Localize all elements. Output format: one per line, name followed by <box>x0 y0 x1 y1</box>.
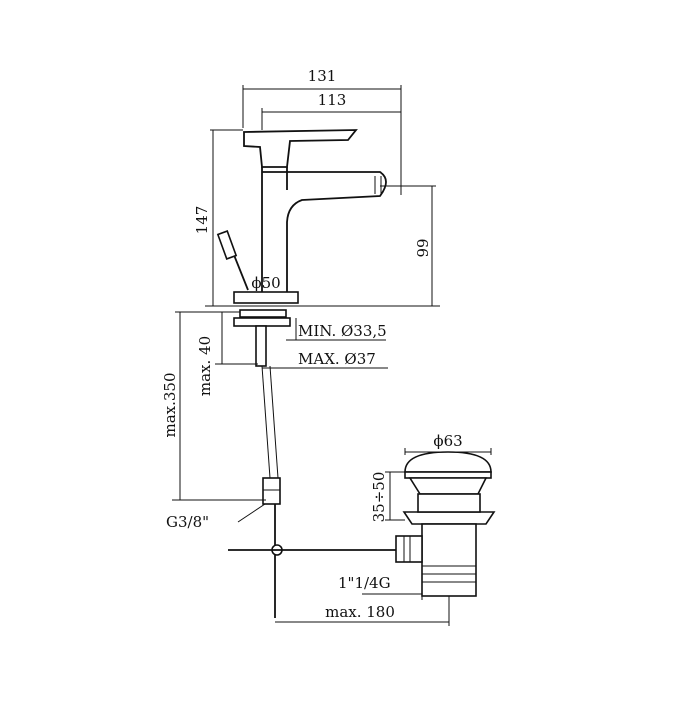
popup-knob <box>216 230 238 260</box>
dim-hole-max: MAX. Ø37 <box>298 350 376 368</box>
waste-thread <box>417 493 481 513</box>
dim-connection: G3/8" <box>166 513 209 531</box>
rod-connector <box>395 535 423 563</box>
dim-waste-diameter: ϕ63 <box>433 432 462 450</box>
dim-hose-length: max.350 <box>161 372 179 437</box>
hose-right <box>269 365 279 479</box>
fixing-nut <box>239 309 287 318</box>
dim-rod-length: max. 180 <box>325 603 395 621</box>
spout <box>262 171 387 292</box>
dim-hole-min: MIN. Ø33,5 <box>298 322 387 340</box>
washer <box>233 317 291 327</box>
spout-nozzle <box>374 176 382 194</box>
hose-left <box>261 365 271 479</box>
dimension-labels: 131 113 147 99 ϕ50 MIN. Ø33,5 MAX. Ø37 m… <box>161 67 463 621</box>
popup-waste <box>395 451 496 597</box>
dim-deck-thickness: max. 40 <box>196 336 214 396</box>
waste-flange-top <box>404 471 492 479</box>
dim-height: 147 <box>193 206 211 235</box>
dim-overall-width: 131 <box>308 67 337 85</box>
waste-nut <box>402 511 496 525</box>
waste-body <box>421 523 477 597</box>
dim-waste-thickness: 35÷50 <box>370 472 388 523</box>
mixer-body <box>216 129 387 304</box>
hose-connector <box>262 477 281 505</box>
lever-handle <box>243 129 358 168</box>
dim-spout-height: 99 <box>414 238 432 257</box>
waste-collar <box>408 477 488 495</box>
dim-base-diameter: ϕ50 <box>251 274 280 292</box>
dimension-lines <box>172 85 492 626</box>
base-flange <box>233 291 299 304</box>
threaded-shank <box>255 325 267 367</box>
body-column <box>261 167 288 292</box>
dim-spout-reach: 113 <box>318 91 347 109</box>
mounting-assembly <box>228 309 400 618</box>
dim-waste-thread: 1"1/4G <box>338 574 391 592</box>
waste-cap <box>404 451 492 473</box>
